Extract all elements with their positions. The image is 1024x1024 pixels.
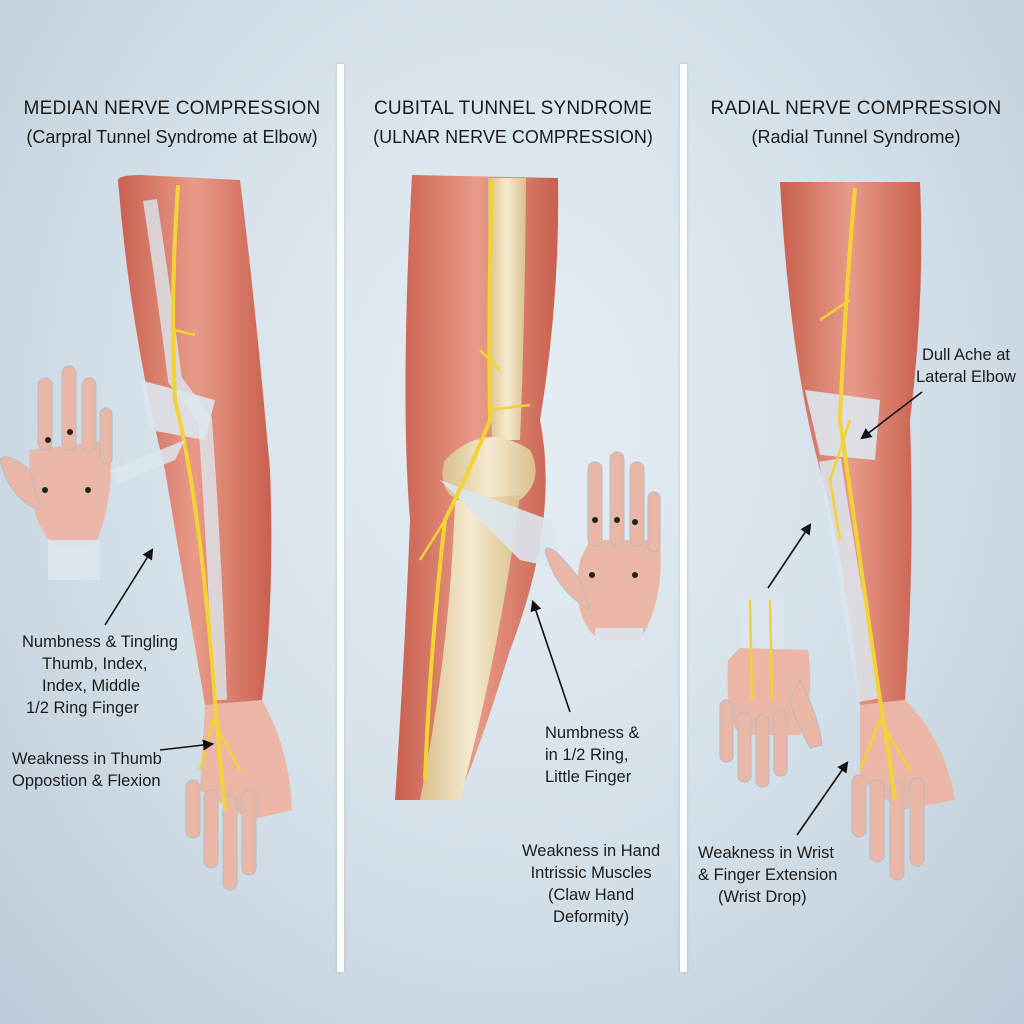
label-line: Numbness & Tingling [22, 633, 178, 651]
label-line: Weakness in Thumb [12, 750, 162, 768]
label-line: (Claw Hand [547, 886, 635, 904]
median-arm [118, 175, 292, 891]
label-line: Oppostion & Flexion [12, 772, 161, 790]
label-line: Deformity) [553, 908, 630, 926]
label-line: 1/2 Ring Finger [26, 699, 139, 717]
label-line: Lateral Elbow [916, 368, 1016, 386]
label-line: Index, Middle [42, 677, 141, 695]
radial-subtitle: (Radial Tunnel Syndrome) [751, 127, 961, 147]
median-weakness-label: Weakness in Thumb Oppostion & Flexion [12, 748, 162, 792]
radial-title: RADIAL NERVE COMPRESSION [710, 98, 1002, 119]
median-title: MEDIAN NERVE COMPRESSION [23, 98, 321, 119]
label-line: Numbness & [545, 724, 640, 742]
radial-hand-inset [719, 598, 823, 788]
median-hand-inset [0, 365, 185, 580]
ulnar-weakness-label: Weakness in Hand Intrissic Muscles (Claw… [522, 840, 660, 928]
ulnar-subtitle: (ULNAR NERVE COMPRESSION) [373, 127, 653, 147]
median-subtitle: (Carpral Tunnel Syndrome at Elbow) [26, 127, 318, 147]
ulnar-numbness-label: Numbness & in 1/2 Ring, Little Finger [545, 722, 639, 788]
label-line: Thumb, Index, [42, 655, 148, 673]
panel-divider-left [337, 64, 344, 972]
label-line: in 1/2 Ring, [545, 746, 629, 764]
radial-ache-label: Dull Ache at Lateral Elbow [916, 344, 1016, 388]
radial-arm [780, 182, 955, 881]
label-line: Weakness in Wrist [698, 844, 835, 862]
panel-divider-right [680, 64, 687, 972]
label-line: Weakness in Hand [522, 842, 661, 860]
median-numbness-label: Numbness & Tingling Thumb, Index, Index,… [22, 631, 178, 719]
label-line: Little Finger [545, 768, 632, 786]
ulnar-hand-inset [544, 451, 661, 668]
radial-weakness-label: Weakness in Wrist & Finger Extension (Wr… [698, 842, 837, 908]
ulnar-arm [395, 175, 565, 800]
pointer-arrows [104, 391, 923, 836]
label-line: (Wrist Drop) [718, 888, 807, 906]
label-line: Dull Ache at [921, 346, 1011, 364]
ulnar-title: CUBITAL TUNNEL SYNDROME [373, 98, 653, 119]
label-line: Intrissic Muscles [530, 864, 652, 882]
label-line: & Finger Extension [698, 866, 838, 884]
